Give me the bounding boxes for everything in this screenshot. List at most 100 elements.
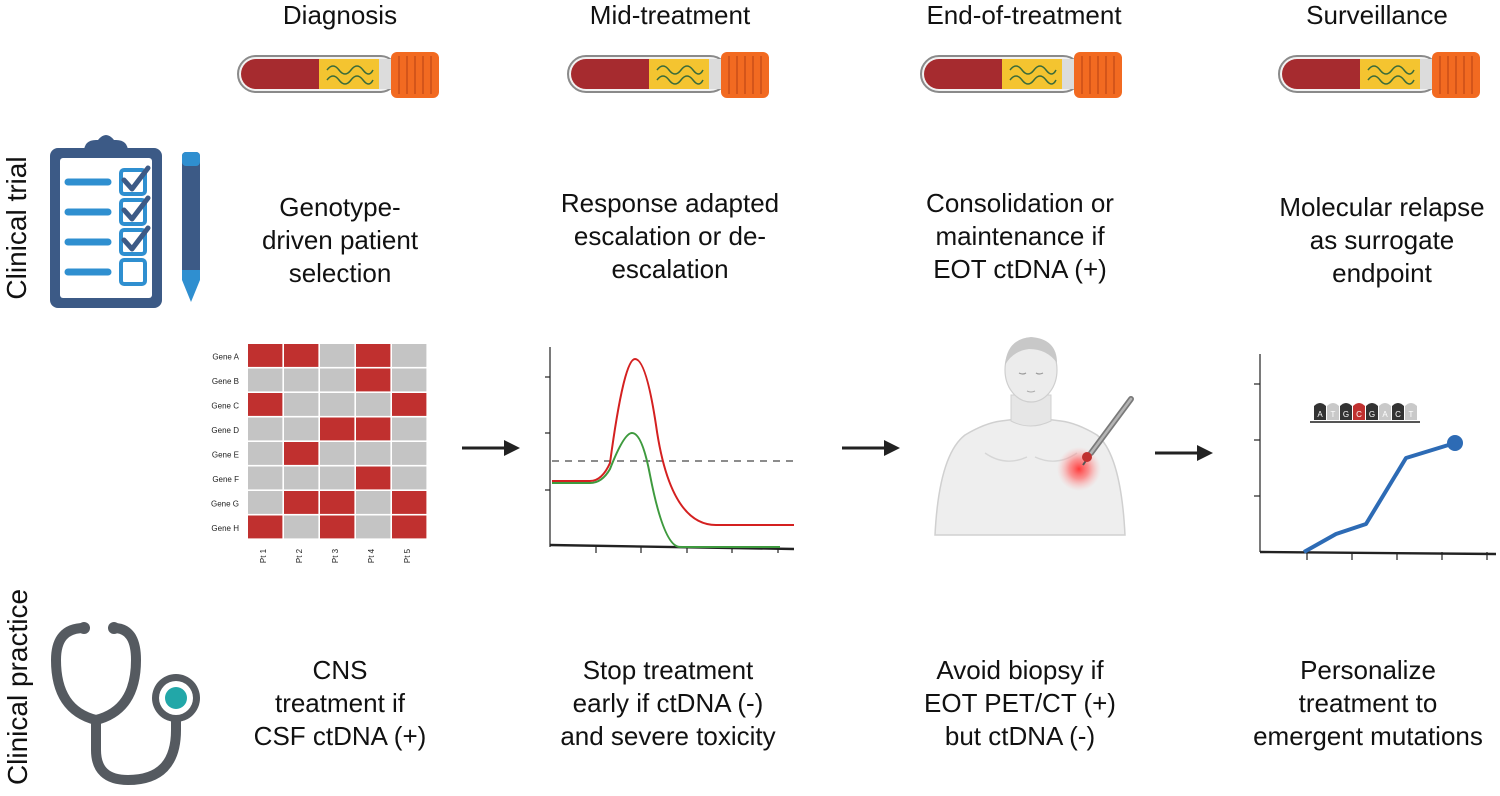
gene-label: Gene A bbox=[212, 352, 239, 361]
heatmap-cell bbox=[284, 466, 319, 490]
practice-text-surveillance: Personalize treatment to emergent mutati… bbox=[1218, 654, 1500, 753]
row-label-clinical-practice: Clinical practice bbox=[2, 588, 33, 786]
heatmap-cell bbox=[248, 491, 283, 514]
heatmap-cell bbox=[356, 515, 391, 539]
text-line: Stop treatment bbox=[582, 655, 754, 685]
text-line: EOT ctDNA (+) bbox=[933, 254, 1107, 284]
patient-label: Pt 1 bbox=[259, 548, 268, 563]
tube-gap bbox=[1420, 59, 1434, 89]
tube-blood bbox=[1282, 59, 1362, 89]
gene-label: Gene B bbox=[212, 377, 239, 386]
text-line: Molecular relapse bbox=[1279, 192, 1485, 222]
nucleotide-block bbox=[1379, 403, 1391, 420]
phase-header-mid-treatment: Mid-treatment bbox=[589, 0, 751, 30]
heatmap-cell bbox=[356, 368, 391, 392]
heatmap-cell bbox=[284, 393, 319, 416]
heatmap-cell bbox=[356, 442, 391, 465]
relapse-line bbox=[1303, 441, 1456, 554]
phase-header-end-of-treatment: End-of-treatment bbox=[926, 0, 1122, 30]
tube-blood bbox=[1346, 59, 1362, 89]
gene-label: Gene E bbox=[212, 450, 239, 459]
nucleotide-label: C bbox=[1356, 410, 1362, 419]
heatmap-cell bbox=[248, 344, 283, 367]
heatmap-cell bbox=[320, 344, 355, 367]
text-line: Consolidation or bbox=[926, 188, 1114, 218]
red-curve bbox=[552, 357, 794, 526]
heatmap-cell bbox=[248, 417, 283, 441]
heatmap-cell bbox=[248, 368, 283, 392]
arrow-right-icon bbox=[462, 440, 520, 456]
text-line: endpoint bbox=[1332, 258, 1432, 288]
gene-label: Gene H bbox=[211, 524, 239, 533]
practice-text-mid-treatment: Stop treatment early if ctDNA (-) and se… bbox=[518, 654, 818, 753]
x-axis bbox=[549, 543, 795, 551]
text-line: selection bbox=[288, 258, 392, 288]
tube-blood bbox=[635, 59, 651, 89]
text-line: and severe toxicity bbox=[560, 721, 776, 751]
x-axis bbox=[1259, 550, 1497, 556]
trial-text-diagnosis: Genotype- driven patient selection bbox=[190, 191, 490, 290]
tube-blood bbox=[241, 59, 321, 89]
text-line: treatment if bbox=[274, 688, 406, 718]
gene-label: Gene D bbox=[211, 426, 239, 435]
text-line: Response adapted bbox=[560, 188, 780, 218]
heatmap-cell bbox=[248, 442, 283, 465]
nucleotide-block bbox=[1392, 403, 1404, 420]
clipboard-icon bbox=[50, 135, 200, 308]
heatmap-cell bbox=[392, 491, 427, 514]
tube-blood bbox=[305, 59, 321, 89]
trial-text-end-of-treatment: Consolidation or maintenance if EOT ctDN… bbox=[870, 187, 1170, 286]
heatmap-cell bbox=[284, 442, 319, 465]
relapse-point bbox=[1447, 435, 1463, 451]
gene-label: Gene F bbox=[212, 475, 239, 484]
heatmap-cell bbox=[320, 417, 355, 441]
heatmap-cell bbox=[356, 344, 391, 367]
heatmap-cell bbox=[248, 515, 283, 539]
nucleotide-block bbox=[1340, 403, 1352, 420]
text-line: EOT PET/CT (+) bbox=[924, 688, 1116, 718]
gene-mutation-heatmap: Gene A Gene B Gene C Gene D Gene E Gene F Gene… bbox=[211, 344, 427, 563]
heatmap-cell bbox=[392, 368, 427, 392]
tube-blood bbox=[988, 59, 1004, 89]
gene-label: Gene C bbox=[211, 401, 239, 410]
tube-gap bbox=[1062, 59, 1076, 89]
heatmap-cell bbox=[392, 466, 427, 490]
patient-label: Pt 4 bbox=[367, 548, 376, 563]
heatmap-cell bbox=[392, 442, 427, 465]
heatmap-cell bbox=[356, 417, 391, 441]
trial-text-surveillance: Molecular relapse as surrogate endpoint bbox=[1232, 191, 1500, 290]
nucleotide-block bbox=[1327, 403, 1339, 420]
phase-header-diagnosis: Diagnosis bbox=[282, 0, 398, 30]
gene-label: Gene G bbox=[211, 499, 239, 508]
blood-tube-icon bbox=[920, 52, 1122, 98]
row-label-clinical-trial: Clinical trial bbox=[1, 156, 32, 300]
heatmap-cell bbox=[320, 466, 355, 490]
practice-text-end-of-treatment: Avoid biopsy if EOT PET/CT (+) but ctDNA… bbox=[870, 654, 1170, 753]
heatmap-cell bbox=[356, 393, 391, 416]
heatmap-cell bbox=[320, 368, 355, 392]
nucleotide-block bbox=[1353, 403, 1365, 420]
heatmap-cell bbox=[356, 491, 391, 514]
text-line: Personalize bbox=[1300, 655, 1436, 685]
ctdna-response-graph bbox=[545, 347, 795, 553]
nucleotide-label: A bbox=[1317, 410, 1323, 419]
tube-blood bbox=[571, 59, 651, 89]
nucleotide-block bbox=[1314, 403, 1326, 420]
trial-text-mid-treatment: Response adapted escalation or de- escal… bbox=[520, 187, 820, 286]
heatmap-cell bbox=[320, 491, 355, 514]
tube-gap bbox=[709, 59, 723, 89]
practice-text-diagnosis: CNS treatment if CSF ctDNA (+) bbox=[190, 654, 490, 753]
phase-header-surveillance: Surveillance bbox=[1306, 0, 1448, 30]
heatmap-cell bbox=[284, 515, 319, 539]
heatmap-cell bbox=[248, 393, 283, 416]
blood-tube-icon bbox=[1278, 52, 1480, 98]
nucleotide-label: A bbox=[1382, 410, 1388, 419]
heatmap-cell bbox=[284, 491, 319, 514]
nucleotide-label: G bbox=[1343, 410, 1349, 419]
patient-biopsy-illustration bbox=[934, 337, 1134, 536]
nucleotide-label: T bbox=[1409, 410, 1414, 419]
heatmap-cell bbox=[320, 393, 355, 416]
text-line: early if ctDNA (-) bbox=[572, 688, 764, 718]
dna-strand bbox=[1009, 65, 1057, 85]
